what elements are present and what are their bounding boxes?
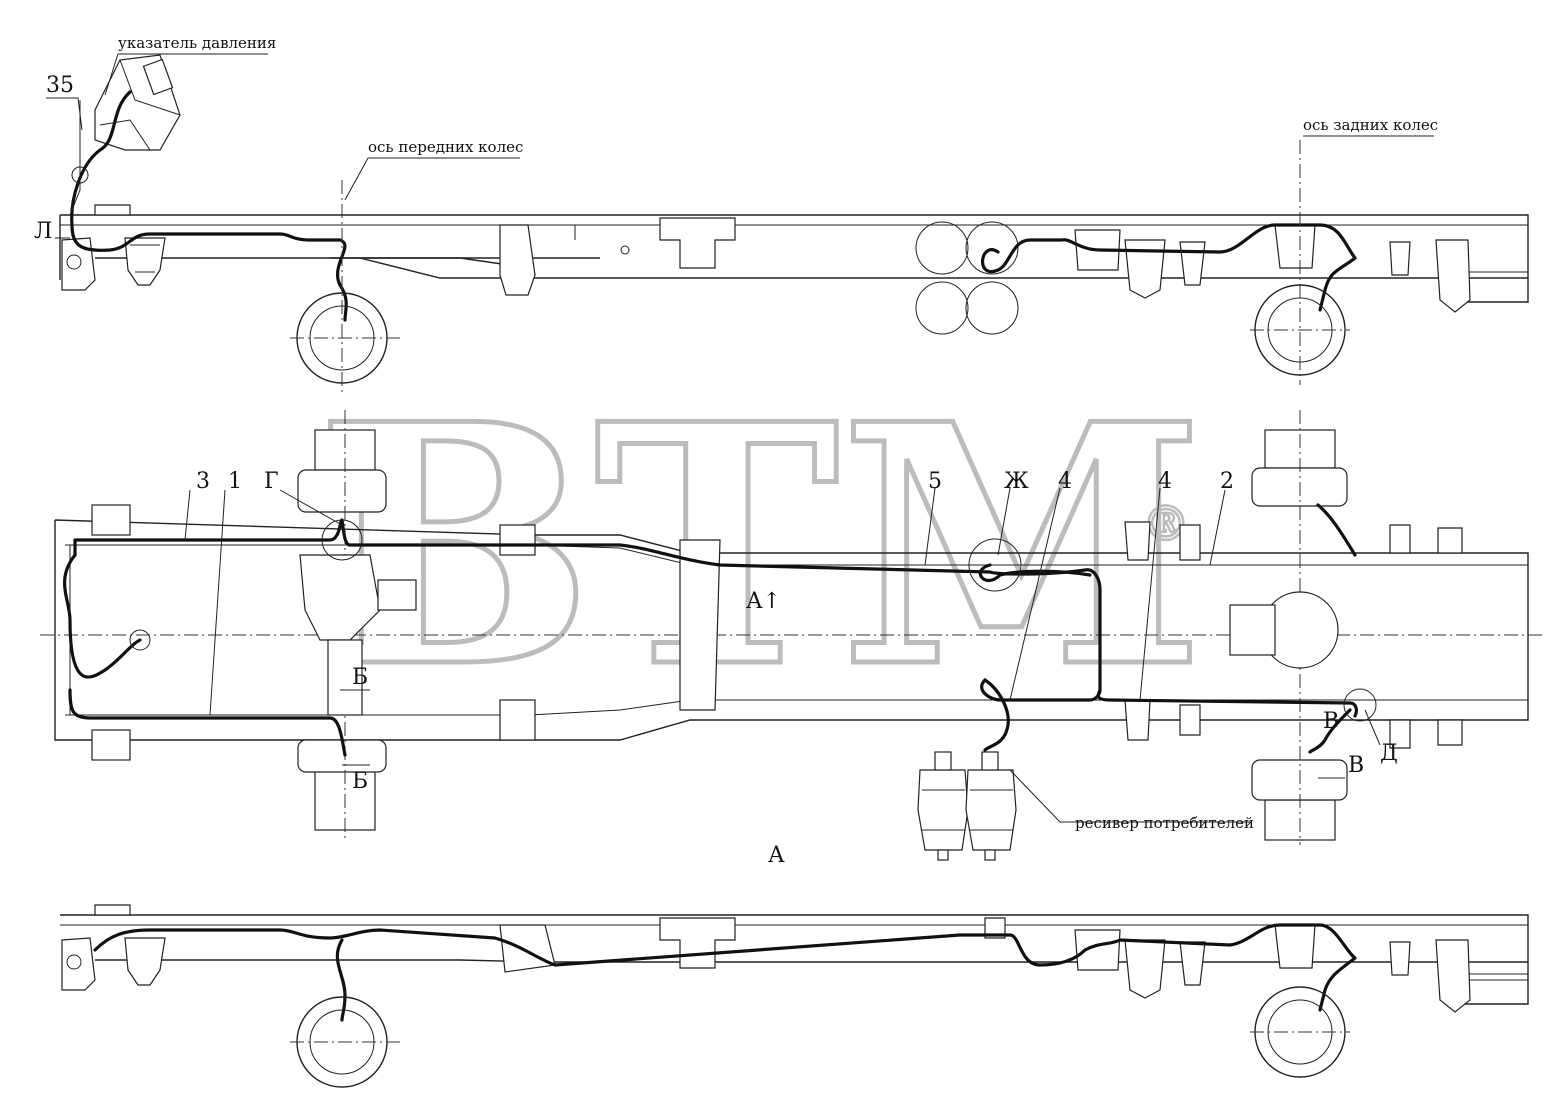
diagram-labels: указатель давления 35 Л ось передних кол… xyxy=(34,34,1438,868)
callout-4-right: 4 xyxy=(1158,469,1172,494)
callout-ve-upper: В xyxy=(1323,709,1339,734)
consumer-receiver-label: ресивер потребителей xyxy=(1075,814,1254,832)
callout-35: 35 xyxy=(46,73,74,98)
callout-ge: Г xyxy=(264,469,279,494)
callout-de: Д xyxy=(1380,741,1398,766)
callout-be-lower: Б xyxy=(352,769,368,794)
rear-axle-label: ось задних колес xyxy=(1303,116,1438,134)
top-side-view xyxy=(59,54,1529,395)
callout-4-left: 4 xyxy=(1058,469,1072,494)
front-axle-label: ось передних колес xyxy=(368,138,523,156)
callout-zhe: Ж xyxy=(1004,469,1029,494)
callout-5: 5 xyxy=(928,469,942,494)
callout-2: 2 xyxy=(1220,469,1234,494)
bottom-side-view xyxy=(60,904,1529,1088)
callout-be-upper: Б xyxy=(352,665,368,690)
callout-el: Л xyxy=(34,219,52,244)
consumer-receiver xyxy=(917,751,1017,861)
view-a-arrow-label: А↑ xyxy=(746,589,781,614)
pressure-gauge-label: указатель давления xyxy=(118,34,276,52)
view-a-title: А xyxy=(768,843,785,868)
callout-1: 1 xyxy=(228,469,242,494)
plan-view xyxy=(40,410,1545,861)
callout-ve-lower: В xyxy=(1348,753,1364,778)
callout-3: 3 xyxy=(196,469,210,494)
